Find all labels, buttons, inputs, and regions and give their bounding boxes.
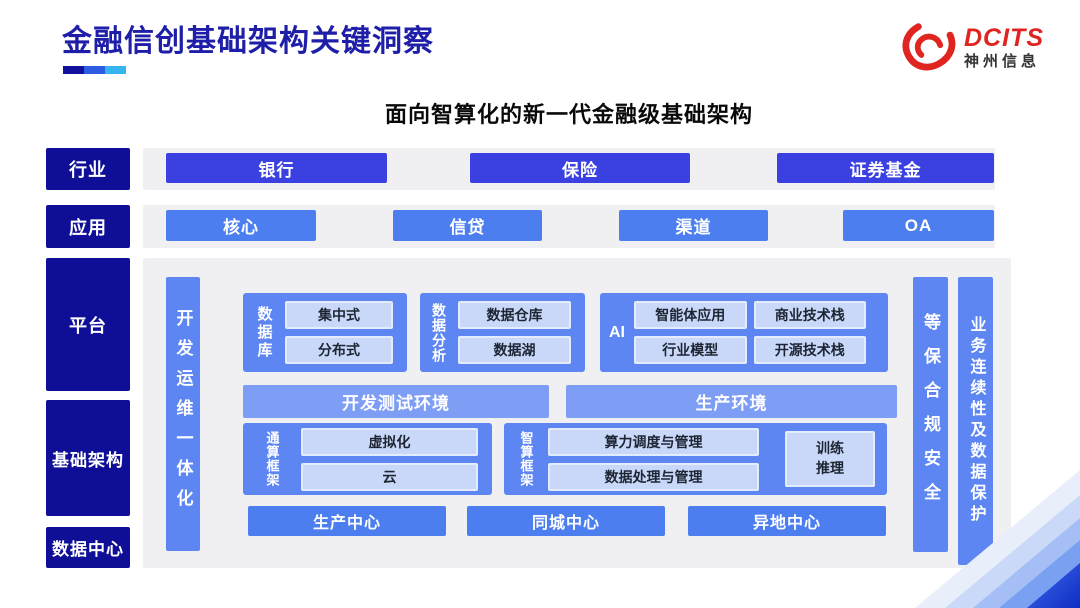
rail-label-industry: 行业 — [46, 148, 130, 190]
database-item-centralized: 集中式 — [285, 301, 393, 329]
ai-item-opensource-stack: 开源技术栈 — [753, 336, 866, 364]
title-underline-segment-1 — [63, 66, 84, 74]
training-inference-box: 训练 推理 — [785, 431, 875, 487]
industry-block-bank: 银行 — [166, 153, 387, 183]
general-compute-item-virtualization: 虚拟化 — [301, 427, 478, 456]
security-compliance-bar: 等保合规安全 — [913, 277, 948, 552]
diagram-subtitle: 面向智算化的新一代金融级基础架构 — [384, 102, 753, 127]
general-compute-item-cloud: 云 — [301, 462, 478, 491]
app-block-channel: 渠道 — [619, 210, 768, 241]
app-block-core: 核心 — [166, 210, 316, 241]
database-group-label: 数据库 — [255, 305, 273, 360]
general-compute-group: 通算框架 虚拟化 云 — [243, 423, 492, 495]
database-group: 数据库 集中式 分布式 — [243, 293, 407, 372]
rail-label-datacenter: 数据中心 — [46, 527, 130, 568]
analytics-item-lake: 数据湖 — [458, 336, 571, 364]
title-underline-segment-3 — [105, 66, 126, 74]
decoration-stripe-4 — [999, 540, 1080, 608]
page-title: 金融信创基础架构关键洞察 — [62, 25, 434, 58]
ai-group: AI 智能体应用 商业技术栈 行业模型 开源技术栈 — [600, 293, 888, 372]
ai-item-agent-apps: 智能体应用 — [634, 301, 747, 329]
intelligent-compute-group-label: 智算框架 — [518, 431, 534, 487]
center-block-remote: 异地中心 — [688, 506, 886, 536]
rail-label-application: 应用 — [46, 205, 130, 248]
rail-label-infrastructure: 基础架构 — [46, 400, 130, 516]
business-continuity-bar: 业务连续性及数据保护 — [958, 277, 993, 565]
devtest-environment-bar: 开发测试环境 — [243, 385, 549, 418]
inference-line: 推理 — [816, 460, 844, 476]
industry-block-securities: 证券基金 — [777, 153, 994, 183]
app-block-oa: OA — [843, 210, 994, 241]
analytics-item-warehouse: 数据仓库 — [458, 301, 571, 329]
database-item-distributed: 分布式 — [285, 336, 393, 364]
devops-vertical-bar: 开发运维一体化 — [166, 277, 200, 551]
logo-company-text: 神州信息 — [964, 53, 1041, 70]
training-line: 训练 — [816, 440, 844, 457]
decoration-stripe-5 — [1027, 563, 1080, 608]
intelligent-compute-group: 智算框架 算力调度与管理 数据处理与管理 训练 推理 — [504, 423, 887, 495]
data-analytics-group-label: 数据分析 — [431, 302, 447, 363]
ai-group-label: AI — [609, 323, 625, 341]
center-block-samecity: 同城中心 — [467, 506, 665, 536]
dcits-swirl-icon — [900, 18, 958, 77]
logo-brand-text: DCITS — [964, 24, 1044, 52]
title-underline-segment-2 — [84, 66, 105, 74]
intelligent-compute-item-dataprocessing: 数据处理与管理 — [548, 462, 759, 491]
dcits-logo: DCITS 神州信息 — [900, 18, 1044, 77]
general-compute-group-label: 通算框架 — [264, 431, 280, 487]
ai-item-commercial-stack: 商业技术栈 — [753, 301, 866, 329]
rail-label-platform: 平台 — [46, 258, 130, 391]
industry-block-insurance: 保险 — [470, 153, 690, 183]
center-block-production: 生产中心 — [248, 506, 446, 536]
production-environment-bar: 生产环境 — [566, 385, 897, 418]
intelligent-compute-item-scheduling: 算力调度与管理 — [548, 427, 759, 456]
app-block-credit: 信贷 — [393, 210, 542, 241]
data-analytics-group: 数据分析 数据仓库 数据湖 — [420, 293, 585, 372]
ai-item-industry-models: 行业模型 — [634, 336, 747, 364]
